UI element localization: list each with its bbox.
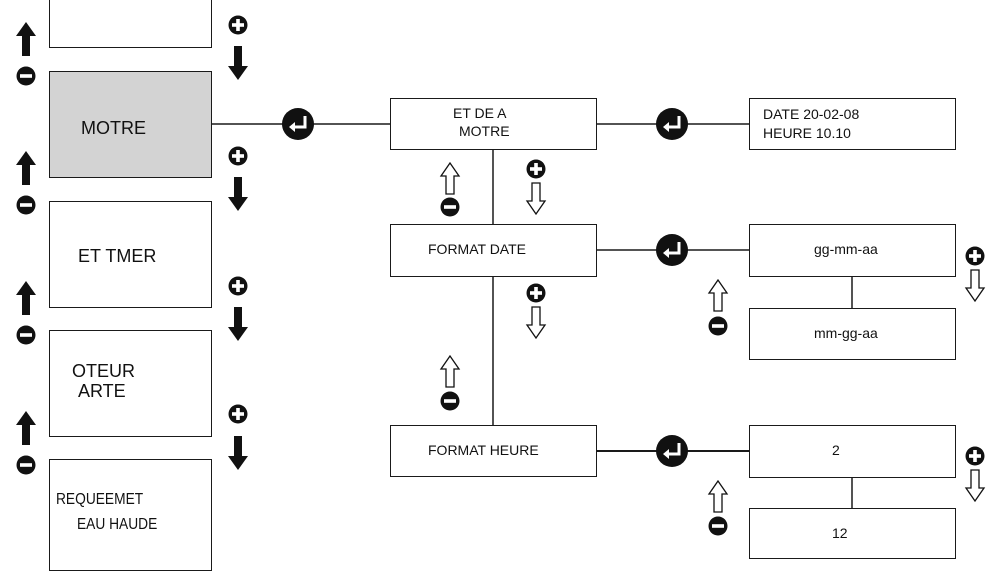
menu-item-meter[interactable]: OTEUR ARTE (49, 330, 212, 437)
minus-icon (16, 195, 36, 215)
submenu-date-format[interactable]: FORMAT DATE (390, 224, 597, 277)
date-format-option[interactable]: mm-gg-aa (749, 308, 956, 360)
enter-icon (654, 232, 690, 268)
submenu-time-format[interactable]: FORMAT HEURE (390, 425, 597, 477)
submenu-set-clock-label-line1: ET DE A (453, 105, 507, 121)
time-format-option-label: 2 (832, 442, 840, 458)
enter-icon (654, 433, 690, 469)
menu-item-clock-label: MOTRE (81, 118, 146, 138)
menu-item-clock[interactable]: MOTRE (49, 71, 212, 178)
minus-icon (16, 66, 36, 86)
minus-icon (440, 391, 460, 411)
enter-icon (654, 106, 690, 142)
time-format-option[interactable]: 2 (749, 425, 956, 478)
arrow-down-icon (526, 182, 546, 215)
arrow-up-icon (16, 281, 36, 315)
enter-icon (280, 106, 316, 142)
submenu-set-clock-label-line2: MOTRE (459, 123, 510, 139)
plus-icon (228, 15, 248, 35)
arrow-up-icon (708, 279, 728, 312)
minus-icon (16, 325, 36, 345)
submenu-date-format-label: FORMAT DATE (428, 241, 526, 257)
menu-item-hotwater-label-line1: REQUEEMET (56, 491, 144, 508)
arrow-up-icon (708, 480, 728, 513)
arrow-down-icon (228, 177, 248, 211)
arrow-up-icon (16, 411, 36, 445)
time-format-option-label: 12 (832, 525, 848, 541)
plus-icon (965, 246, 985, 266)
plus-icon (526, 283, 546, 303)
arrow-up-icon (440, 355, 460, 388)
minus-icon (708, 516, 728, 536)
arrow-up-icon (440, 162, 460, 195)
plus-icon (526, 159, 546, 179)
menu-item-hotwater-label-line2: EAU HAUDE (77, 516, 158, 533)
menu-item-meter-label-line1: OTEUR (72, 361, 135, 381)
plus-icon (228, 146, 248, 166)
menu-item-timer[interactable]: ET TMER (49, 201, 212, 308)
clock-display-date: DATE 20-02-08 (763, 106, 860, 122)
submenu-time-format-label: FORMAT HEURE (428, 442, 539, 458)
arrow-down-icon (965, 469, 985, 502)
arrow-down-icon (526, 306, 546, 339)
plus-icon (228, 404, 248, 424)
plus-icon (965, 446, 985, 466)
arrow-down-icon (228, 307, 248, 341)
arrow-up-icon (16, 22, 36, 56)
clock-display: DATE 20-02-08 HEURE 10.10 (749, 98, 956, 150)
submenu-set-clock[interactable]: ET DE A MOTRE (390, 98, 597, 150)
arrow-down-icon (965, 269, 985, 302)
menu-item-hotwater[interactable]: REQUEEMET EAU HAUDE (49, 459, 212, 571)
menu-item-top[interactable] (49, 0, 212, 48)
minus-icon (16, 455, 36, 475)
arrow-down-icon (228, 436, 248, 470)
time-format-option[interactable]: 12 (749, 508, 956, 559)
menu-item-meter-label-line2: ARTE (78, 381, 126, 401)
date-format-option-label: gg-mm-aa (814, 241, 878, 257)
date-format-option-label: mm-gg-aa (814, 325, 878, 341)
menu-item-timer-label: ET TMER (78, 246, 157, 266)
minus-icon (440, 197, 460, 217)
minus-icon (708, 316, 728, 336)
clock-display-time: HEURE 10.10 (763, 125, 851, 141)
date-format-option[interactable]: gg-mm-aa (749, 224, 956, 277)
arrow-down-icon (228, 46, 248, 80)
plus-icon (228, 276, 248, 296)
arrow-up-icon (16, 151, 36, 185)
